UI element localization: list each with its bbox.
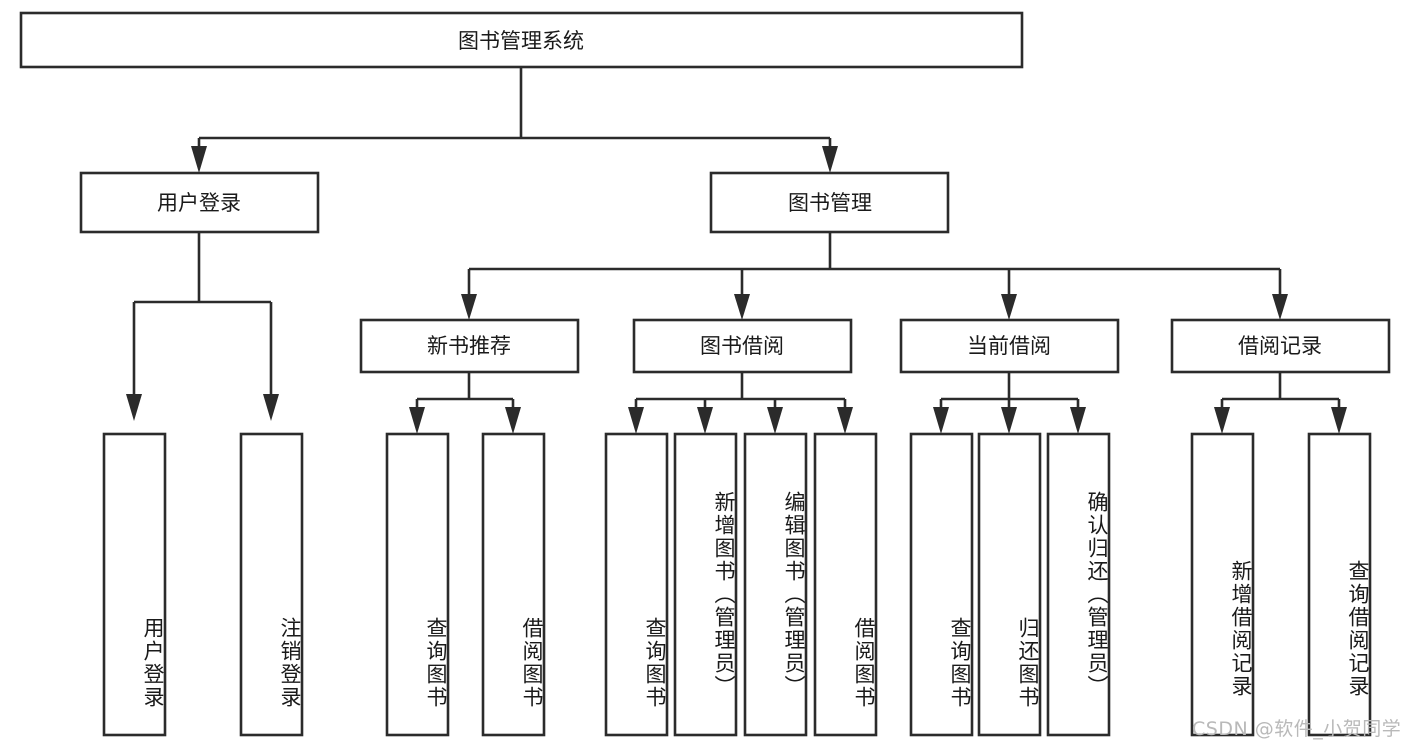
arrow-head-leaf-edit <box>767 407 783 434</box>
node-leaf-user-login-box[interactable] <box>102 432 167 737</box>
node-user-login-label: 用户登录 <box>157 191 241 215</box>
node-book-manage-box[interactable] <box>709 171 950 234</box>
node-leaf-add-book-box[interactable] <box>673 432 738 737</box>
arrow-head-leaf-add <box>697 407 713 434</box>
node-group: 图书管理系统 用户登录 图书管理 新书推荐 图书借阅 当前借阅 借阅记录 <box>19 11 1391 737</box>
node-leaf-query-book-1-box[interactable] <box>385 432 450 737</box>
node-root-label: 图书管理系统 <box>458 29 584 53</box>
node-book-borrow-box[interactable] <box>632 318 853 374</box>
node-leaf-query-book-3-box[interactable] <box>909 432 974 737</box>
node-leaf-add-record-box[interactable] <box>1190 432 1255 737</box>
arrow-head-leaf-query-record <box>1331 407 1347 434</box>
arrow-head-borrow-record <box>1272 294 1288 320</box>
arrow-head-leaf-logout <box>263 394 279 421</box>
node-root-box[interactable] <box>19 11 1024 69</box>
arrow-head-leaf-confirm <box>1070 407 1086 434</box>
node-borrow-record-label: 借阅记录 <box>1238 334 1322 358</box>
connector-group <box>126 67 1347 434</box>
arrow-head-leaf-b2 <box>837 407 853 434</box>
arrow-head-leaf-return <box>1001 407 1017 434</box>
node-user-login-box[interactable] <box>79 171 320 234</box>
arrow-head-leaf-q3 <box>933 407 949 434</box>
arrow-head-leaf-add-record <box>1214 407 1230 434</box>
node-current-borrow-box[interactable] <box>899 318 1120 374</box>
node-leaf-query-book-2-box[interactable] <box>604 432 669 737</box>
arrow-head-new-book <box>461 294 477 320</box>
arrow-head-book-manage <box>822 146 838 173</box>
node-leaf-borrow-book-1-box[interactable] <box>481 432 546 737</box>
node-borrow-record-box[interactable] <box>1170 318 1391 374</box>
arrow-head-leaf-q2 <box>628 407 644 434</box>
arrow-head-leaf-q1 <box>409 407 425 434</box>
node-current-borrow-label: 当前借阅 <box>967 334 1051 358</box>
arrow-head-current-borrow <box>1001 294 1017 320</box>
node-leaf-logout-login-box[interactable] <box>239 432 304 737</box>
arrow-head-leaf-user-login <box>126 394 142 421</box>
node-leaf-confirm-return-box[interactable] <box>1046 432 1111 737</box>
arrow-head-book-borrow <box>734 294 750 320</box>
node-book-borrow-label: 图书借阅 <box>700 334 784 358</box>
node-leaf-query-record-box[interactable] <box>1307 432 1372 737</box>
node-book-manage-label: 图书管理 <box>788 191 872 215</box>
node-new-book-recommend-box[interactable] <box>359 318 580 374</box>
node-leaf-edit-book-box[interactable] <box>743 432 808 737</box>
arrow-head-user-login <box>191 146 207 173</box>
arrow-head-leaf-b1 <box>505 407 521 434</box>
node-leaf-borrow-book-2-box[interactable] <box>813 432 878 737</box>
csdn-watermark: CSDN @软件_小贺同学 <box>1192 718 1402 740</box>
node-leaf-return-book-box[interactable] <box>977 432 1042 737</box>
node-new-book-recommend-label: 新书推荐 <box>427 334 511 358</box>
